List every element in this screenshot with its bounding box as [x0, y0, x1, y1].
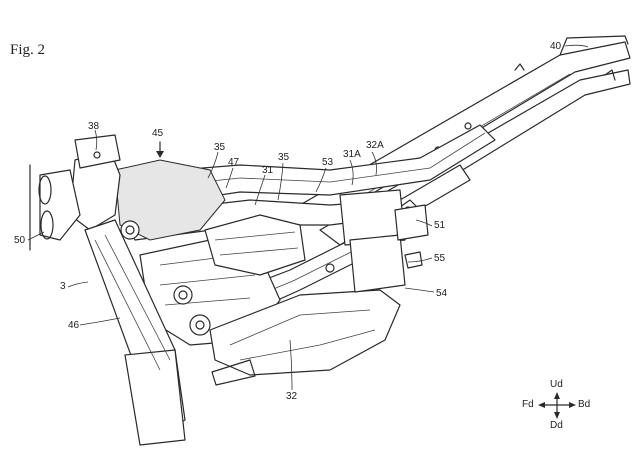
label-3: 3	[60, 281, 66, 292]
label-53: 53	[322, 157, 334, 168]
compass-right-label: Bd	[578, 399, 591, 410]
compass-up-label: Ud	[550, 379, 563, 390]
figure-title: Fig. 2	[10, 42, 46, 58]
rear-bracket	[394, 204, 429, 269]
label-46: 46	[68, 320, 80, 331]
compass-down-label: Dd	[550, 420, 563, 431]
label-47: 47	[228, 157, 240, 168]
leader-lines	[27, 44, 589, 391]
direction-compass	[538, 392, 576, 419]
pivot-bosses	[120, 220, 211, 336]
head-pipe	[29, 149, 186, 446]
label-51: 51	[434, 220, 446, 231]
label-50: 50	[14, 235, 26, 246]
label-31: 31	[262, 165, 274, 176]
label-31A: 31A	[343, 149, 361, 160]
top-bracket	[74, 134, 121, 169]
label-40: 40	[550, 41, 562, 52]
label-32: 32	[286, 391, 298, 402]
compass-left-label: Fd	[522, 399, 534, 410]
label-55: 55	[434, 253, 446, 264]
label-35-left: 35	[214, 142, 226, 153]
label-45: 45	[152, 128, 164, 139]
label-38: 38	[88, 121, 100, 132]
label-32A: 32A	[366, 140, 384, 151]
arrow-45-head	[156, 151, 164, 158]
label-54: 54	[436, 288, 448, 299]
engine-block	[114, 159, 306, 346]
under-cover	[209, 234, 406, 386]
label-35-right: 35	[278, 152, 290, 163]
